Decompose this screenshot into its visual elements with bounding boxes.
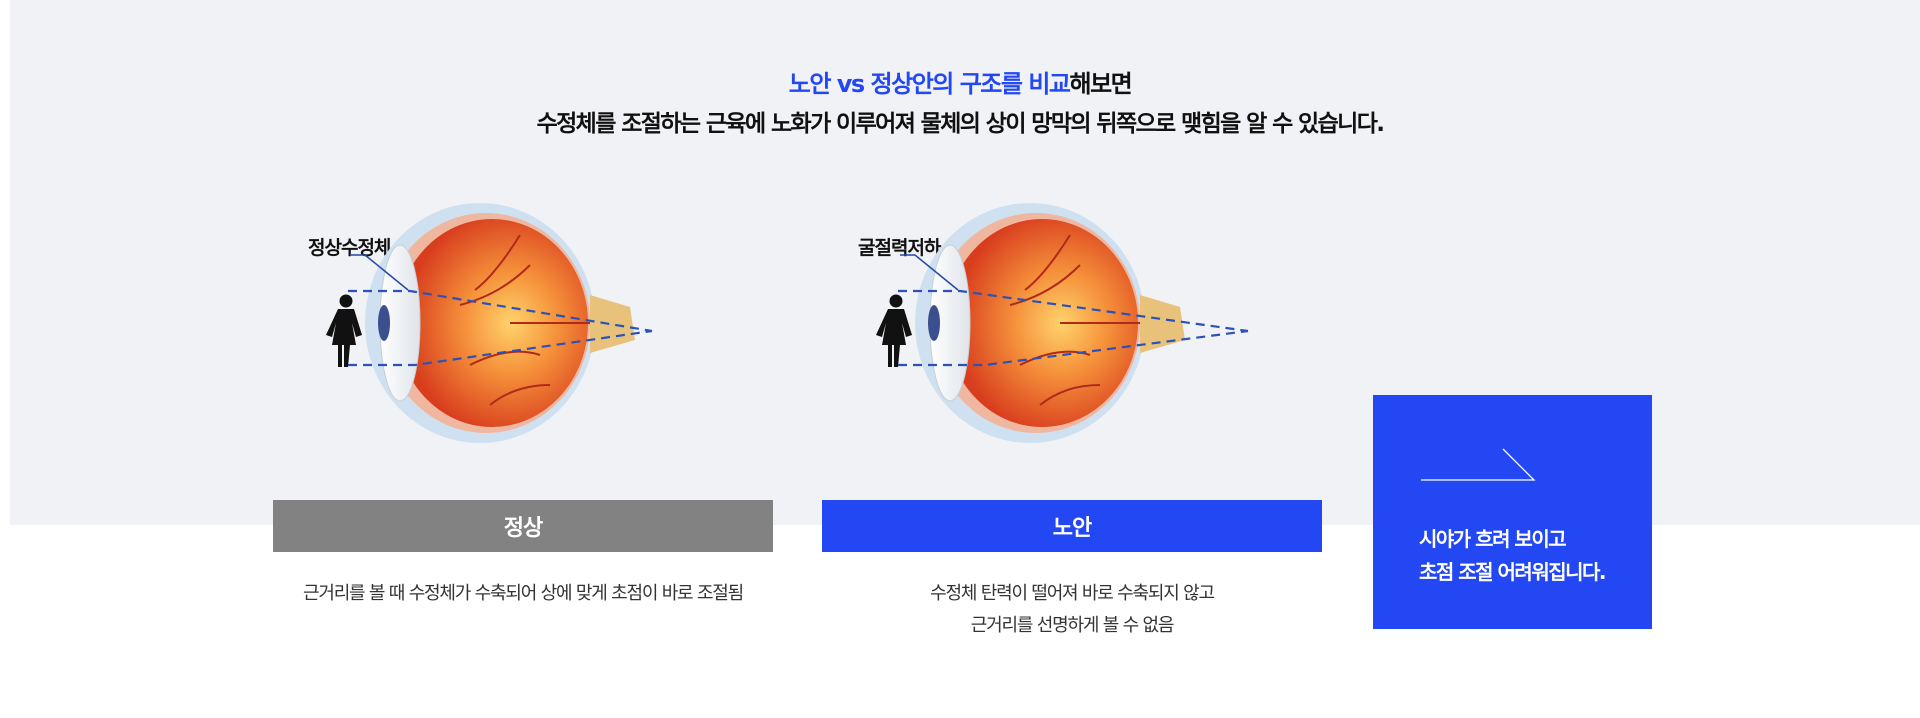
description-line: 근거리를 선명하게 볼 수 없음 <box>970 615 1175 636</box>
headline-line1-rest: 해보면 <box>1069 70 1132 98</box>
callout-line <box>350 254 409 291</box>
normal-label-bar: 정상 <box>273 500 773 552</box>
eyeball-illustration <box>915 203 1185 443</box>
headline-line2: 수정체를 조절하는 근육에 노화가 이루어져 물체의 상이 망막의 뒤쪽으로 맺… <box>536 111 1385 137</box>
eyeball-illustration <box>365 203 635 443</box>
light-ray-lines <box>348 289 653 367</box>
callout-label: 굴절력저하 <box>858 237 942 259</box>
description-line: 수정체 탄력이 떨어져 바로 수축되지 않고 <box>930 583 1215 604</box>
normal-description: 근거리를 볼 때 수정체가 수축되어 상에 맞게 초점이 바로 조절됨 <box>273 578 773 610</box>
callout-line-1: 시야가 흐려 보이고 <box>1419 527 1567 551</box>
callout-line <box>900 254 959 291</box>
presbyopia-label-bar: 노안 <box>822 500 1322 552</box>
presbyopia-description: 수정체 탄력이 떨어져 바로 수축되지 않고 근거리를 선명하게 볼 수 없음 <box>822 578 1322 642</box>
callout-label: 정상수정체 <box>308 237 390 259</box>
normal-eye-diagram: 정상수정체 <box>290 195 750 455</box>
headline: 노안 vs 정상안의 구조를 비교해보면 수정체를 조절하는 근육에 노화가 이… <box>0 64 1920 144</box>
headline-line1: 노안 vs 정상안의 구조를 비교해보면 <box>0 64 1920 104</box>
headline-highlight: 노안 vs 정상안의 구조를 비교 <box>788 70 1071 98</box>
description-line: 근거리를 볼 때 수정체가 수축되어 상에 맞게 초점이 바로 조절됨 <box>302 583 744 604</box>
callout-text: 시야가 흐려 보이고 초점 조절 어려워집니다. <box>1419 523 1607 589</box>
person-icon <box>876 294 912 367</box>
light-ray-lines <box>898 289 1249 367</box>
presbyopia-eye-diagram: 굴절력저하 <box>840 195 1300 455</box>
arrow-line-icon <box>1421 448 1536 481</box>
person-icon <box>326 294 362 367</box>
callout-line-2: 초점 조절 어려워집니다. <box>1419 560 1607 584</box>
summary-callout-box: 시야가 흐려 보이고 초점 조절 어려워집니다. <box>1373 395 1652 629</box>
